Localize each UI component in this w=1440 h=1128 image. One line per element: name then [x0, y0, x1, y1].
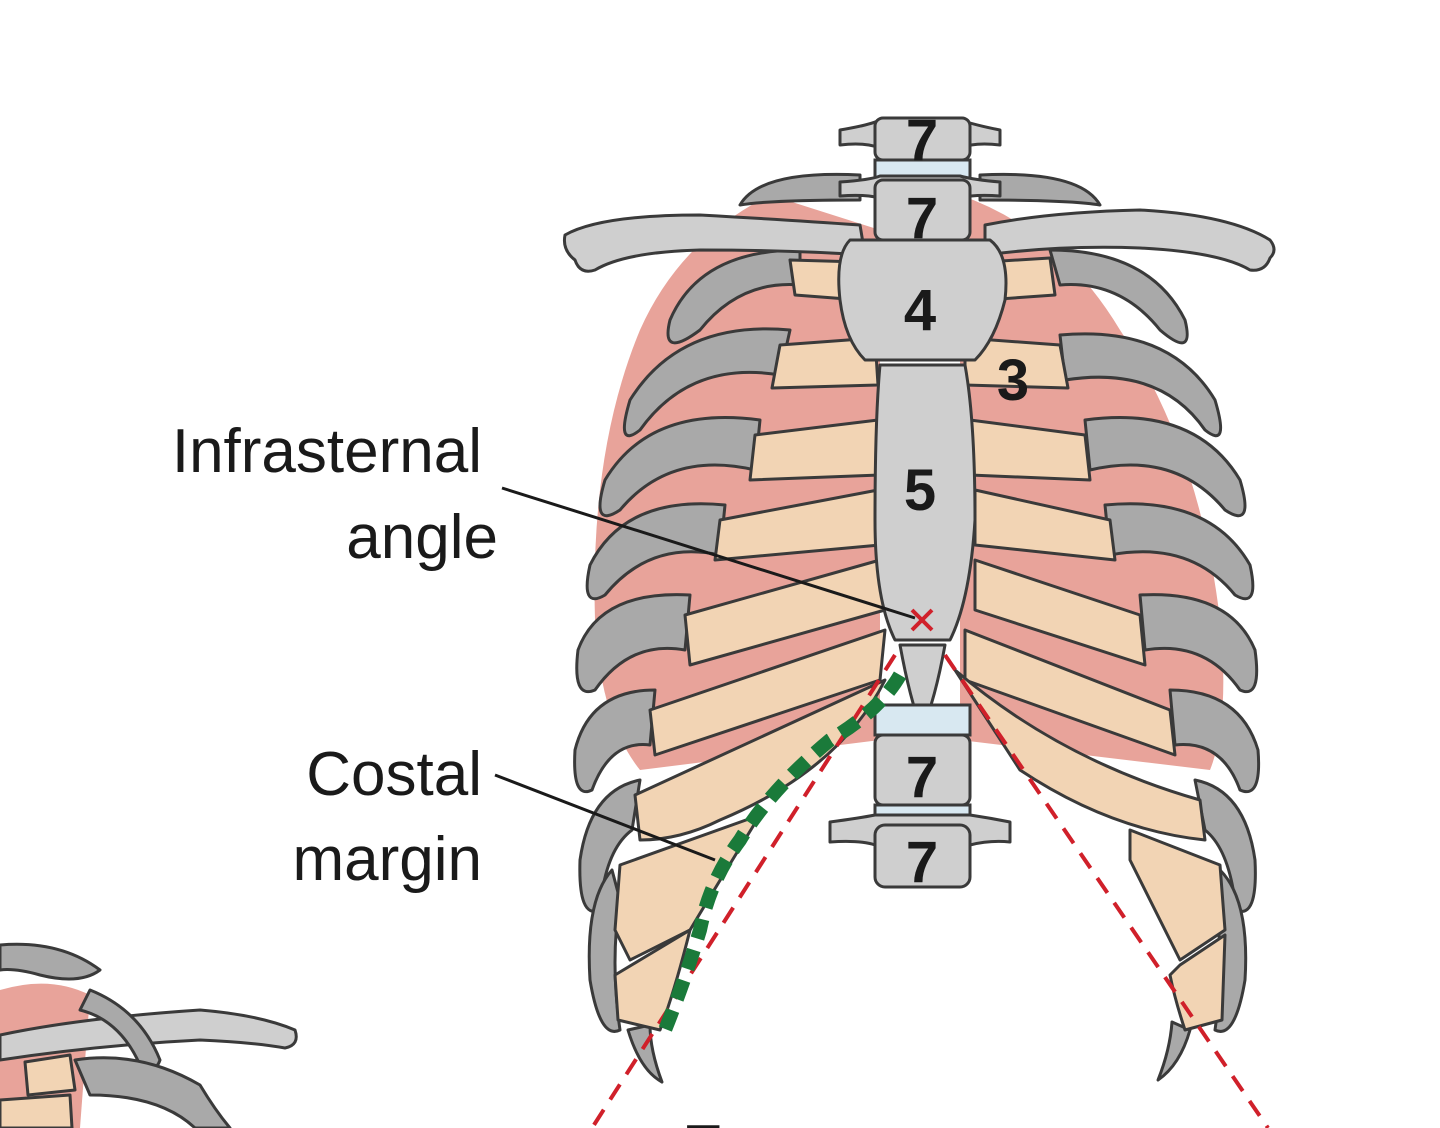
costal-label-line2: margin: [292, 825, 482, 894]
rib-cartilage-number: 3: [997, 348, 1029, 413]
upper-vertebrae: [838, 116, 1002, 242]
right-ribs: [978, 172, 1261, 1082]
vertebra-number-top-1: 7: [906, 108, 938, 173]
vertebra-number-bottom-2: 7: [906, 830, 938, 895]
infrasternal-label-line1: Infrasternal: [172, 417, 482, 486]
costal-label-line1: Costal: [306, 740, 482, 809]
manubrium-number: 4: [904, 278, 936, 343]
bottom-partial-label: E: [682, 1113, 723, 1128]
right-cartilages: [953, 256, 1227, 1032]
apex-marker: [910, 608, 934, 632]
vertebra-number-bottom-1: 7: [906, 745, 938, 810]
infrasternal-leader-line: [501, 486, 916, 620]
sternum: [837, 238, 1008, 732]
vertebra-number-top-2: 7: [906, 186, 938, 251]
bone-numbers: 7 7 4 3 5 7 7: [904, 108, 1029, 895]
clavicles: [563, 208, 1276, 273]
costal-leader-line: [494, 773, 716, 862]
infrasternal-label-line2: angle: [346, 503, 498, 572]
sternum-body-number: 5: [904, 458, 936, 523]
costal-margin-line: [658, 671, 907, 1033]
lower-vertebrae: [828, 703, 1012, 889]
left-cartilages: [613, 258, 887, 1032]
partial-rib-cage-thumbnail: [0, 942, 298, 1128]
